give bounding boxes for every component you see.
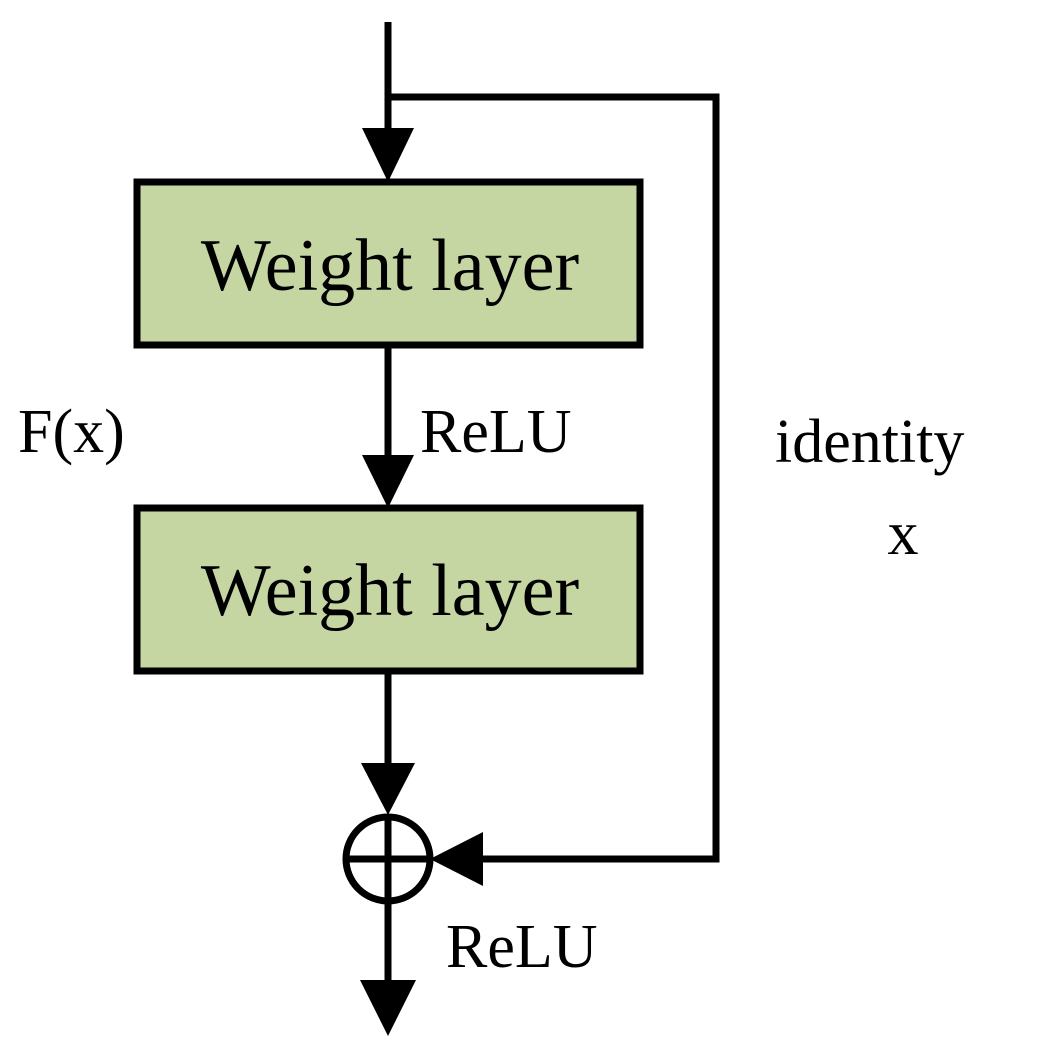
weight-layer-1-label: Weight layer (201, 225, 579, 307)
arrow-output (360, 980, 416, 1036)
identity-label: identity (775, 408, 964, 476)
fx-label: F(x) (18, 398, 125, 466)
weight-layer-2-label: Weight layer (201, 550, 579, 632)
relu-out-label: ReLU (446, 913, 598, 981)
sum-node-icon (342, 813, 434, 905)
identity-skip-path (388, 93, 720, 863)
arrow-into-sum-from-skip (430, 832, 483, 886)
weight-layer-block-2 (133, 504, 644, 675)
arrow-into-block1 (362, 128, 414, 182)
relu-mid-label: ReLU (420, 398, 572, 466)
arrow-into-block2 (362, 455, 414, 508)
weight-layer-block-1 (133, 178, 644, 349)
identity-x-label: x (888, 500, 919, 568)
arrow-into-sum (361, 763, 415, 815)
